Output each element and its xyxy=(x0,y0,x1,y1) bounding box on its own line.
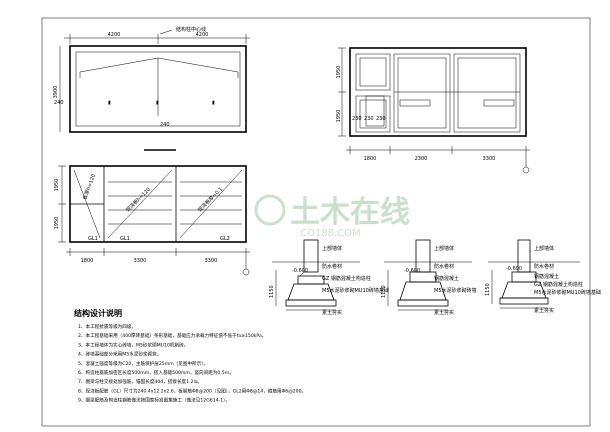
label-3: 钢筋混凝土 xyxy=(434,275,459,282)
dim-top-2: 4200 xyxy=(196,32,209,38)
small-dim-3: 230 xyxy=(376,116,386,122)
dim-1: -0.600 xyxy=(506,266,522,272)
callout-label: 结构柱中心线 xyxy=(176,26,206,33)
label-1: 上部墙体 xyxy=(534,245,554,252)
dim-1: -0.600 xyxy=(292,268,308,274)
label-5: M5水泥砂浆砌MU10砖墙基础 xyxy=(534,289,601,296)
label-5: 素土夯实 xyxy=(434,309,454,316)
dim-top-1: 4200 xyxy=(108,32,121,38)
label-1: 上部墙体 xyxy=(322,245,342,252)
plan-outer-wall xyxy=(349,47,527,137)
dim-left-2: 1950 xyxy=(336,110,342,123)
sheet-frame xyxy=(41,17,591,427)
label-4: GZ 钢筋混凝土构造柱 xyxy=(534,281,583,288)
slab-label-3: 现浇板厚=0.1 xyxy=(196,186,224,214)
dim-left-small: 240 xyxy=(54,100,64,106)
plan-inner-wall xyxy=(75,51,241,127)
center-mark: 240 xyxy=(160,122,170,128)
dim-bottom-2: 2300 xyxy=(415,156,428,162)
slab-diagonal-3 xyxy=(179,169,243,239)
note-item: 2、本工程基础采用（400厚砖基础）条形基础，基础应力承载力特征值不低于fa≥1… xyxy=(78,332,266,339)
watermark: 土木在线 CO188.COM xyxy=(254,194,410,239)
pier-mark-2: ▮ xyxy=(156,100,159,106)
design-notes: 结构设计说明 1、本工程抗震等级为四级。 2、本工程基础采用（400厚砖基础）条形… xyxy=(74,308,306,404)
dim-bottom-3: 3300 xyxy=(483,156,496,162)
plan-bottom-left: 板厚h=120 现浇板h=120 现浇板厚=0.1 GL1 GL1 GL2 19… xyxy=(54,165,250,276)
dim-1: -0.600 xyxy=(404,268,420,274)
label-3: GZ 钢筋混凝土构造柱 xyxy=(322,275,371,282)
watermark-sub: CO188.COM xyxy=(300,228,361,239)
elev-1: 1150 xyxy=(269,285,275,298)
small-dim-1: 230 xyxy=(352,116,362,122)
dim-left: 3900 xyxy=(53,86,59,99)
foundation-detail-3: 1150 -0.600 上部墙体 防水卷材 钢筋混凝土 GZ 钢筋混凝土构造柱 … xyxy=(485,239,601,314)
plan-top-right: 1950 1950 230 230 230 1800 2300 3300 xyxy=(336,47,530,174)
note-item: 9、圈梁配筋及构造柱钢筋做法按国家标准图集施工（做法见12G614-1）。 xyxy=(78,397,230,404)
label-4: M5水泥砂浆砌MU10砖墙基础 xyxy=(322,287,389,294)
plan-outer-wall xyxy=(69,45,247,133)
opening-1 xyxy=(399,99,431,107)
foundation-detail-1: 1150 -0.600 上部墙体 防水卷材 GZ 钢筋混凝土构造柱 M5水泥砂浆… xyxy=(269,239,389,316)
foundation-detail-2: 1150 -0.600 上部墙体 防水卷材 钢筋混凝土 M5水泥砂浆砌砖墙 素土… xyxy=(381,239,477,316)
slab-label-2: 现浇板h=120 xyxy=(124,186,152,214)
elev-1: 1150 xyxy=(485,283,491,296)
dim-left-1: 1950 xyxy=(336,66,342,79)
note-item: 8、现浇板配筋（GL）尺寸为240.4x12.2x2.6，板钢筋Φ8@200（见… xyxy=(78,387,306,394)
label-2: 防水卷材 xyxy=(534,263,554,270)
label-2: 防水卷材 xyxy=(434,263,454,270)
label-6: 素土夯实 xyxy=(534,307,554,314)
elev-1: 1150 xyxy=(381,285,387,298)
note-item: 5、混凝土强度等级为C20，主筋保护层25mm（见图中所示）。 xyxy=(78,360,208,367)
pier-mark-3: ▮ xyxy=(212,100,215,106)
pier-mark-1: ▮ xyxy=(108,100,111,106)
dim-left-2: 1950 xyxy=(54,217,60,230)
slab-diagonal-2 xyxy=(107,169,173,239)
axis-marker xyxy=(242,268,250,276)
note-item: 3、本工程墙体为实心砖墙，M5砂浆砌MU10机制砖。 xyxy=(78,341,188,348)
dim-bottom-3: 3300 xyxy=(205,258,218,264)
note-item: 4、砖墙基础部分采用M5水泥砂浆砌筑。 xyxy=(78,351,161,358)
note-item: 1、本工程抗震等级为四级。 xyxy=(78,323,136,330)
label-4: M5水泥砂浆砌砖墙 xyxy=(434,287,477,294)
label-2: 防水卷材 xyxy=(322,263,342,270)
dim-bottom-2: 3300 xyxy=(134,258,147,264)
slab-label-5: GL1 xyxy=(120,236,130,242)
roof-ridge xyxy=(79,57,239,73)
label-5: 素土夯实 xyxy=(322,309,342,316)
watermark-text: 土木在线 xyxy=(290,195,410,230)
note-item: 6、构造柱箍筋加密区长度500mm，搭入基础500mm，竖向间距为0.5m。 xyxy=(78,369,234,376)
plan-top-left: 4200 4200 结构柱中心线 ▮ ▮ ▮ 240 3900 240 xyxy=(53,26,250,151)
dim-left-1: 1950 xyxy=(54,179,60,192)
notes-title: 结构设计说明 xyxy=(74,308,122,318)
slab-diagonal-1 xyxy=(73,169,101,239)
notes-list: 1、本工程抗震等级为四级。 2、本工程基础采用（400厚砖基础）条形基础，基础应力… xyxy=(78,323,306,404)
label-3: 钢筋混凝土 xyxy=(534,273,559,280)
slab-label-6: GL2 xyxy=(220,236,230,242)
dim-bottom-1: 1800 xyxy=(81,258,94,264)
label-1: 上部墙体 xyxy=(434,245,454,252)
opening-2 xyxy=(483,99,515,107)
note-item: 7、圈梁与柱交接处加强筋，锚固长度40d，搭接长度1.2la。 xyxy=(78,378,202,385)
dim-bottom-1: 1800 xyxy=(364,156,377,162)
slab-label-4: GL1 xyxy=(88,236,98,242)
axis-marker xyxy=(522,166,530,174)
slab-label-1: 板厚h=120 xyxy=(81,173,97,201)
small-dim-2: 230 xyxy=(364,116,374,122)
